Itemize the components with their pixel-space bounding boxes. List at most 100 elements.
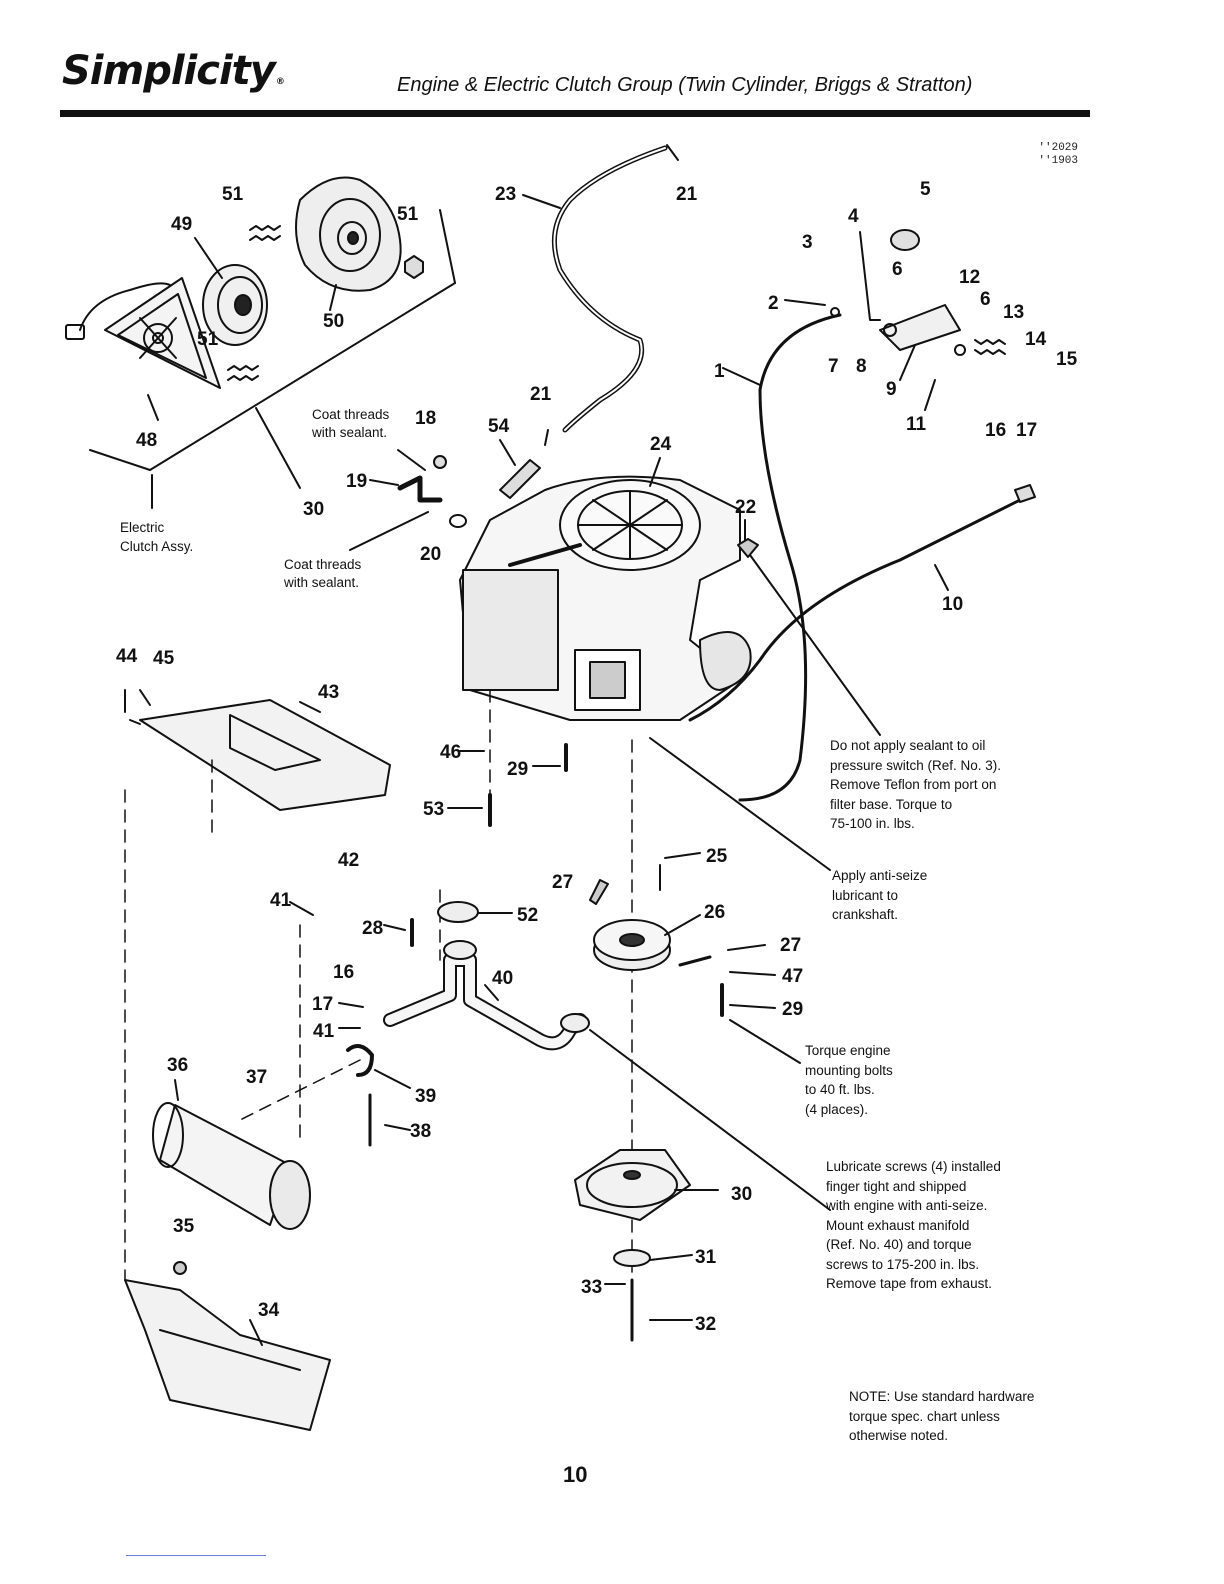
cable-part-10 [688, 484, 1036, 722]
part-number: 12 [959, 267, 980, 288]
part-number: 22 [735, 497, 756, 518]
clutch-part-30-lower [574, 1149, 719, 1321]
lubricate-screws-note: Lubricate screws (4) installed finger ti… [826, 1159, 1001, 1291]
anti-seize-note: Apply anti-seize lubricant to crankshaft… [832, 868, 928, 922]
part-number: 27 [552, 872, 573, 893]
part-number: 8 [856, 356, 867, 377]
exhaust-manifold-part-40 [383, 940, 831, 1211]
spark-plug-part-54 [499, 439, 541, 499]
part-number: 28 [362, 918, 383, 939]
part-number: 50 [323, 311, 344, 332]
part-number: 53 [423, 799, 444, 820]
part-number: 14 [1025, 329, 1047, 350]
part-number: 9 [886, 379, 897, 400]
part-number: 29 [782, 999, 803, 1020]
part-number: 44 [116, 646, 138, 667]
part-number: 38 [410, 1121, 431, 1142]
ref-code: ''1903 [1038, 155, 1078, 167]
clutch-housing-part-50 [295, 176, 402, 311]
part-number: 2 [768, 293, 779, 314]
heat-shield-part-34 [124, 1279, 331, 1431]
part-number: 27 [780, 935, 801, 956]
part-number: 21 [676, 184, 698, 205]
part-number: 21 [530, 384, 552, 405]
part-number: 30 [303, 499, 324, 520]
part-number: 10 [942, 594, 963, 615]
page-title: Engine & Electric Clutch Group (Twin Cyl… [397, 74, 973, 96]
part-number: 19 [346, 471, 367, 492]
part-number: 47 [782, 966, 803, 987]
part-number: 24 [650, 434, 672, 455]
muffler-part-36 [152, 1079, 311, 1230]
part-number: 35 [173, 1216, 195, 1237]
throttle-control-parts [784, 229, 1006, 411]
part-number: 45 [153, 648, 175, 669]
choke-cable-part-1 [722, 313, 842, 802]
part-number: 20 [420, 544, 441, 565]
part-number: 51 [397, 204, 419, 225]
fitting-part-18-19-20 [349, 449, 467, 551]
part-number: 40 [492, 968, 513, 989]
part-number: 42 [338, 850, 359, 871]
alignment-lines [124, 689, 633, 1341]
coat-threads-note-lower: Coat threads with sealant. [284, 557, 362, 590]
engine-part-24 [459, 457, 752, 721]
part-number: 39 [415, 1086, 436, 1107]
throttle-cable-part-23 [522, 144, 679, 446]
part-number: 17 [312, 994, 333, 1015]
part-number: 6 [980, 289, 991, 310]
part-number: 41 [270, 890, 292, 911]
shield-part-43 [129, 699, 391, 811]
part-number-callouts: 1 2 3 4 5 6 6 7 8 9 10 11 12 13 14 15 16… [116, 179, 1078, 1335]
part-number: 17 [1016, 420, 1037, 441]
part-number: 52 [517, 905, 538, 926]
torque-mount-note: Torque engine mounting bolts to 40 ft. l… [805, 1043, 893, 1117]
part-number: 1 [714, 361, 725, 382]
part-number: 16 [985, 420, 1006, 441]
oil-switch-note: Do not apply sealant to oil pressure swi… [830, 738, 1002, 831]
part-number: 32 [695, 1314, 716, 1335]
bottom-underline [126, 1555, 266, 1556]
part-number: 16 [333, 962, 354, 983]
part-number: 36 [167, 1055, 188, 1076]
coat-threads-note-upper: Coat threads with sealant. [312, 407, 390, 440]
part-number: 5 [920, 179, 931, 200]
part-number: 46 [440, 742, 461, 763]
part-number: 6 [892, 259, 903, 280]
part-number: 25 [706, 846, 728, 867]
part-number: 54 [488, 416, 510, 437]
hardware-note: NOTE: Use standard hardware torque spec.… [849, 1389, 1035, 1443]
part-number: 23 [495, 184, 516, 205]
gasket-part-52 [437, 901, 513, 923]
oil-switch-part-22 [649, 519, 881, 871]
part-number: 51 [222, 184, 244, 205]
part-number: 18 [415, 408, 436, 429]
muffler-clamp-part-39 [346, 1044, 411, 1089]
part-number: 4 [848, 206, 859, 227]
part-number: 13 [1003, 302, 1024, 323]
part-number: 30 [731, 1184, 752, 1205]
spring-part-51 [227, 225, 424, 381]
header-rule [60, 110, 1090, 117]
ref-code: ''2029 [1038, 142, 1078, 154]
clutch-assy-bracket [89, 209, 456, 509]
part-number: 7 [828, 356, 839, 377]
part-number: 26 [704, 902, 725, 923]
simplicity-logo: Simplicity® [62, 48, 285, 94]
part-number: 51 [197, 329, 219, 350]
part-number: 49 [171, 214, 192, 235]
page-number: 10 [563, 1462, 588, 1487]
part-number: 33 [581, 1277, 602, 1298]
part-number: 11 [906, 414, 927, 435]
part-number: 34 [258, 1300, 280, 1321]
fasteners [124, 689, 801, 1342]
pulley-part-49 [194, 237, 268, 346]
electric-clutch-assy-label: Electric Clutch Assy. [120, 520, 194, 554]
part-number: 43 [318, 682, 339, 703]
part-number: 41 [313, 1021, 335, 1042]
part-number: 37 [246, 1067, 267, 1088]
pulley-part-26 [593, 914, 701, 971]
part-number: 3 [802, 232, 813, 253]
part-number: 15 [1056, 349, 1078, 370]
